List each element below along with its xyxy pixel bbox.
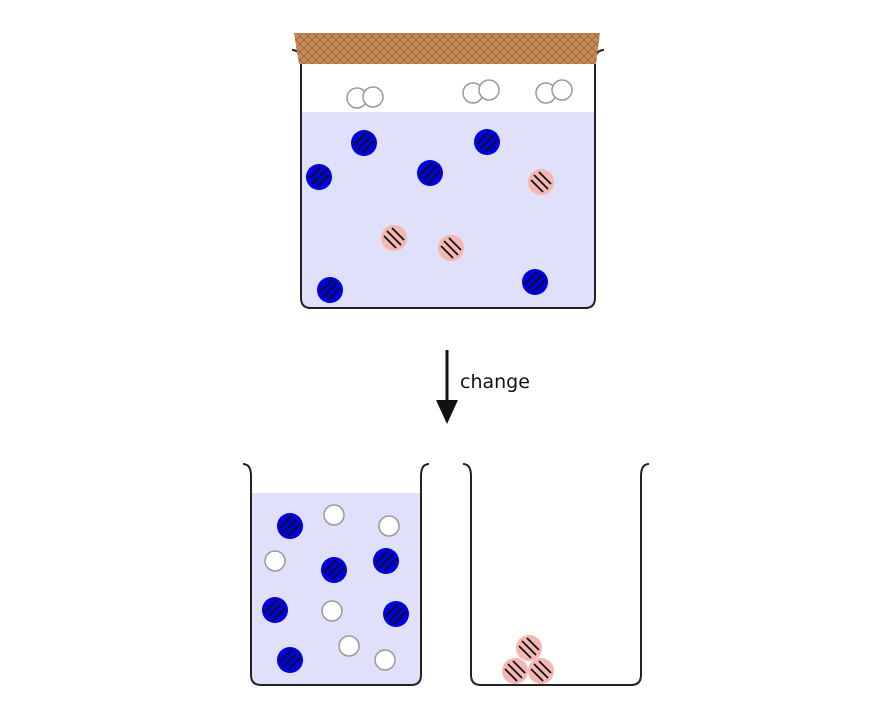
blue-particle — [373, 548, 399, 574]
gas-particle — [551, 79, 573, 101]
gas-particle — [478, 79, 500, 101]
lid — [294, 33, 600, 64]
residue-beaker — [462, 463, 650, 686]
blue-particle — [351, 130, 377, 156]
blue-particle — [383, 601, 409, 627]
pink-particle — [528, 169, 554, 195]
sealed-beaker — [291, 33, 605, 309]
pink-particle — [502, 658, 528, 684]
white-particle — [321, 600, 343, 622]
blue-particle — [262, 597, 288, 623]
pink-particle — [516, 635, 542, 661]
blue-particle — [321, 557, 347, 583]
white-particle — [338, 635, 360, 657]
blue-particle — [277, 513, 303, 539]
white-particle — [323, 504, 345, 526]
change-arrow — [436, 350, 458, 424]
white-particle — [378, 515, 400, 537]
white-particle — [374, 649, 396, 671]
blue-particle — [417, 160, 443, 186]
blue-particle — [306, 164, 332, 190]
solution-beaker — [242, 463, 430, 686]
dissolved-particles — [306, 129, 554, 303]
arrow-label: change — [460, 371, 530, 393]
beaker-outline — [462, 463, 650, 686]
blue-particle — [474, 129, 500, 155]
beaker-outline — [242, 463, 430, 686]
blue-particle — [522, 269, 548, 295]
pink-particle — [438, 235, 464, 261]
beaker-liquid — [301, 112, 595, 308]
gas-molecules — [346, 79, 573, 109]
pink-particle — [528, 658, 554, 684]
gas-particle — [362, 86, 384, 108]
blue-particle — [277, 647, 303, 673]
blue-particle — [317, 277, 343, 303]
white-particle — [264, 550, 286, 572]
pink-particle — [381, 225, 407, 251]
